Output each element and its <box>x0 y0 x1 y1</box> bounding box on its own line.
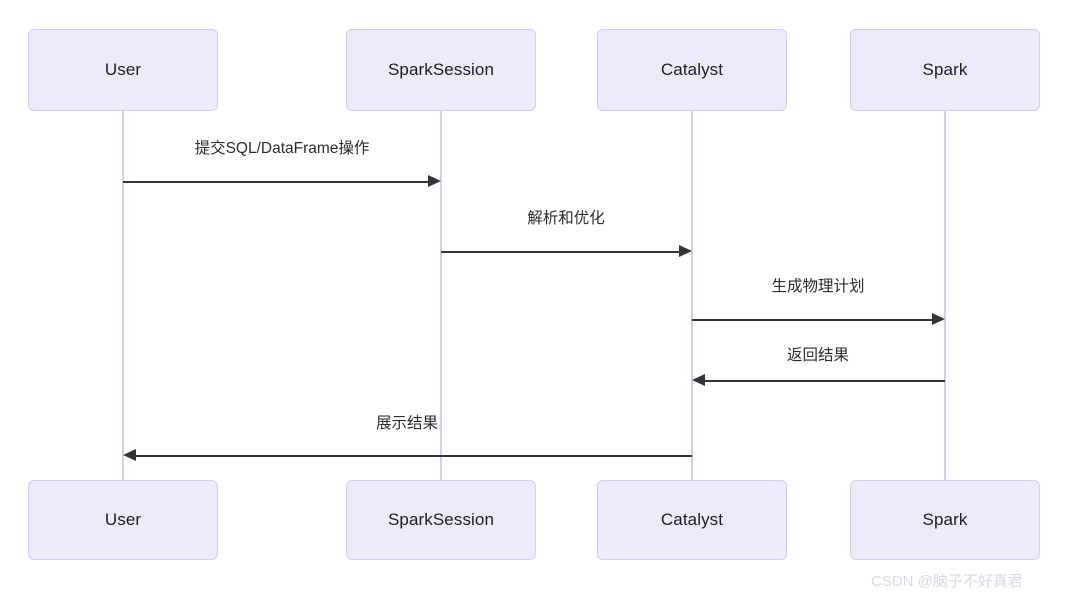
lifeline-spark <box>944 111 946 480</box>
message-arrowhead-1 <box>428 175 441 187</box>
message-arrowhead-4 <box>692 374 705 386</box>
actor-label-catalyst-top: Catalyst <box>660 60 724 79</box>
actor-box-sparksession-top[interactable]: SparkSession <box>346 29 536 111</box>
actor-label-sparksession-bottom: SparkSession <box>387 510 495 529</box>
lifeline-sparksession <box>440 111 442 480</box>
message-arrowhead-3 <box>932 313 945 325</box>
actor-label-user-top: User <box>104 60 142 79</box>
message-arrowhead-2 <box>679 245 692 257</box>
actor-label-sparksession-top: SparkSession <box>387 60 495 79</box>
actor-label-user-bottom: User <box>104 510 142 529</box>
message-label-4: 返回结果 <box>786 347 850 364</box>
actor-box-user-top[interactable]: User <box>28 29 218 111</box>
lifeline-catalyst <box>691 111 693 480</box>
lifeline-user <box>122 111 124 480</box>
message-line-3 <box>692 319 932 321</box>
message-line-2 <box>441 251 679 253</box>
actor-box-user-bottom[interactable]: User <box>28 480 218 560</box>
actor-label-spark-top: Spark <box>922 60 968 79</box>
message-arrowhead-5 <box>123 449 136 461</box>
actor-box-spark-top[interactable]: Spark <box>850 29 1040 111</box>
actor-label-catalyst-bottom: Catalyst <box>660 510 724 529</box>
message-label-5: 展示结果 <box>375 415 439 432</box>
message-label-2: 解析和优化 <box>527 210 605 227</box>
message-label-3: 生成物理计划 <box>771 278 865 295</box>
actor-box-spark-bottom[interactable]: Spark <box>850 480 1040 560</box>
actor-box-sparksession-bottom[interactable]: SparkSession <box>346 480 536 560</box>
csdn-watermark: CSDN @脑子不好真君 <box>871 573 1023 590</box>
actor-box-catalyst-top[interactable]: Catalyst <box>597 29 787 111</box>
message-line-4 <box>705 380 945 382</box>
actor-label-spark-bottom: Spark <box>922 510 968 529</box>
message-label-1: 提交SQL/DataFrame操作 <box>194 140 370 157</box>
message-line-1 <box>123 181 428 183</box>
message-line-5 <box>136 455 692 457</box>
actor-box-catalyst-bottom[interactable]: Catalyst <box>597 480 787 560</box>
